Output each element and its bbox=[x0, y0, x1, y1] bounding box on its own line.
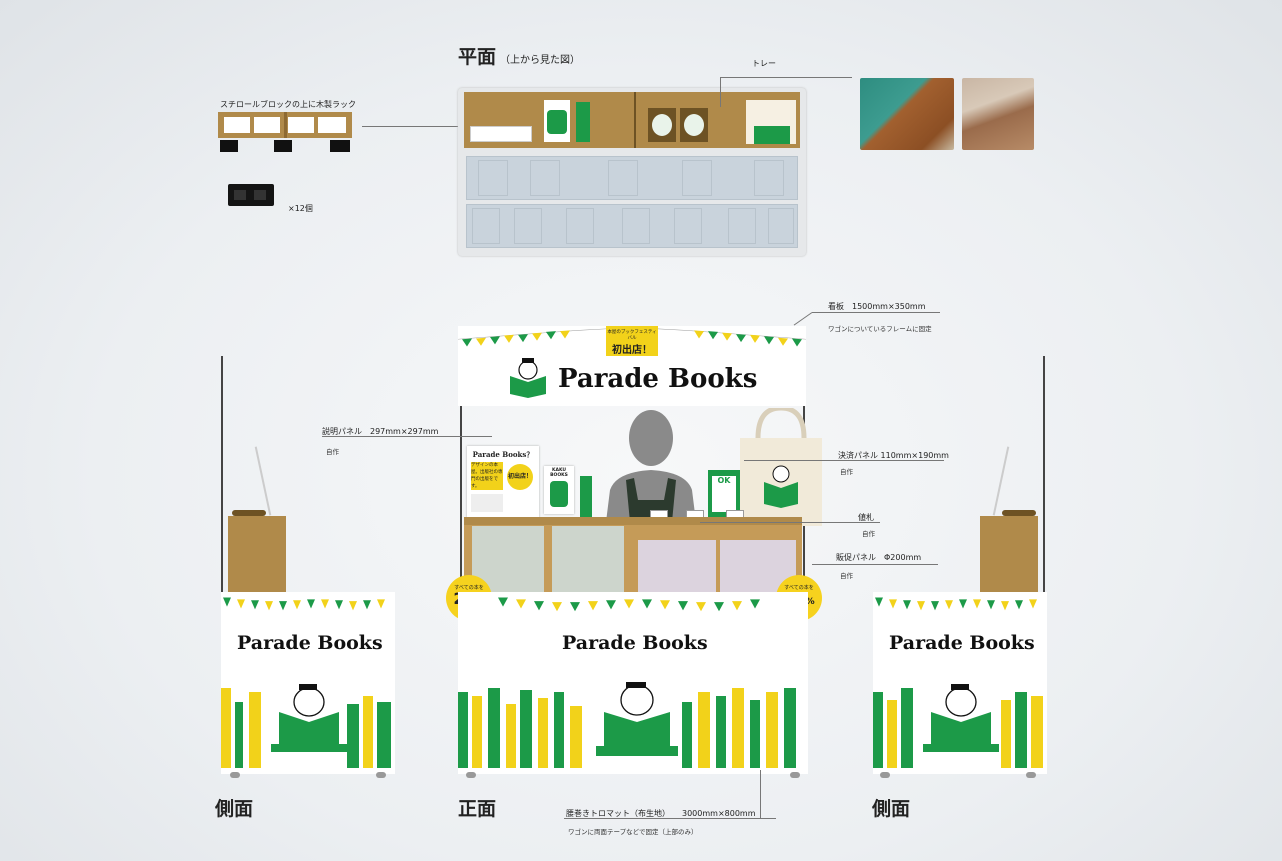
block-count-label: ×12個 bbox=[288, 204, 313, 213]
wrap-mat-note: ワゴンに両面テープなどで固定（上部のみ） bbox=[568, 828, 698, 836]
wrap-mat-front: Parade Books bbox=[458, 592, 808, 774]
rack-leader-line bbox=[362, 126, 464, 127]
side-left-brand-name: Parade Books bbox=[237, 632, 383, 654]
signboard-label: 看板 1500mm×350mm bbox=[828, 302, 926, 311]
kaku-books-panel: KAKU BOOKS bbox=[544, 466, 574, 514]
info-panel-label: 説明パネル 297mm×297mm bbox=[322, 427, 439, 436]
wrap-mat-side-left: Parade Books bbox=[221, 592, 395, 774]
signboard: 本屋のブックフェスティバル 初出店！ Parade Books bbox=[458, 326, 806, 406]
tote-bag bbox=[740, 408, 822, 526]
front-heading: 正面 bbox=[458, 798, 497, 820]
plan-view bbox=[458, 88, 806, 256]
wrap-mat-side-right: Parade Books bbox=[873, 592, 1047, 774]
first-store-badge: 本屋のブックフェスティバル 初出店！ bbox=[606, 326, 658, 356]
styrofoam-block-illustration bbox=[228, 184, 274, 206]
price-tag-label: 値札 bbox=[858, 513, 874, 522]
reading-mascot-icon bbox=[510, 358, 546, 398]
staff-silhouette bbox=[606, 410, 696, 522]
tray-leader-line bbox=[720, 77, 852, 78]
reading-mascot-icon bbox=[271, 684, 347, 752]
tray-label: トレー bbox=[752, 59, 776, 68]
side-right-brand-name: Parade Books bbox=[889, 632, 1035, 654]
wooden-rack-illustration bbox=[218, 112, 352, 152]
promo-panel-label: 販促パネル Φ200mm bbox=[836, 553, 922, 562]
wooden-shelf bbox=[464, 517, 802, 525]
reading-mascot-icon bbox=[923, 684, 999, 752]
styrofoam-rack-label: スチロールブロックの上に木製ラック bbox=[220, 100, 356, 109]
tray-photo-1 bbox=[860, 78, 954, 150]
side-left-heading: 側面 bbox=[215, 798, 254, 820]
tray-photo-2 bbox=[962, 78, 1034, 150]
plan-heading: 平面（上から見た図） bbox=[458, 46, 581, 68]
front-brand-name: Parade Books bbox=[562, 632, 708, 654]
info-panel: Parade Books？ デザインの本屋。出版社の専門の出版をです。 初出店！ bbox=[467, 446, 539, 518]
side-box-right bbox=[980, 516, 1038, 592]
payment-panel: OK bbox=[708, 470, 740, 518]
signboard-brand-name: Parade Books bbox=[558, 364, 758, 394]
payment-panel-label: 決済パネル 110mm×190mm bbox=[838, 451, 949, 460]
side-right-heading: 側面 bbox=[872, 798, 911, 820]
signboard-note: ワゴンについているフレームに固定 bbox=[828, 325, 932, 333]
side-box-left bbox=[228, 516, 286, 592]
reading-mascot-icon bbox=[596, 682, 678, 756]
wrap-mat-label: 腰巻きトロマット（布生地） 3000mm×800mm bbox=[566, 809, 756, 818]
